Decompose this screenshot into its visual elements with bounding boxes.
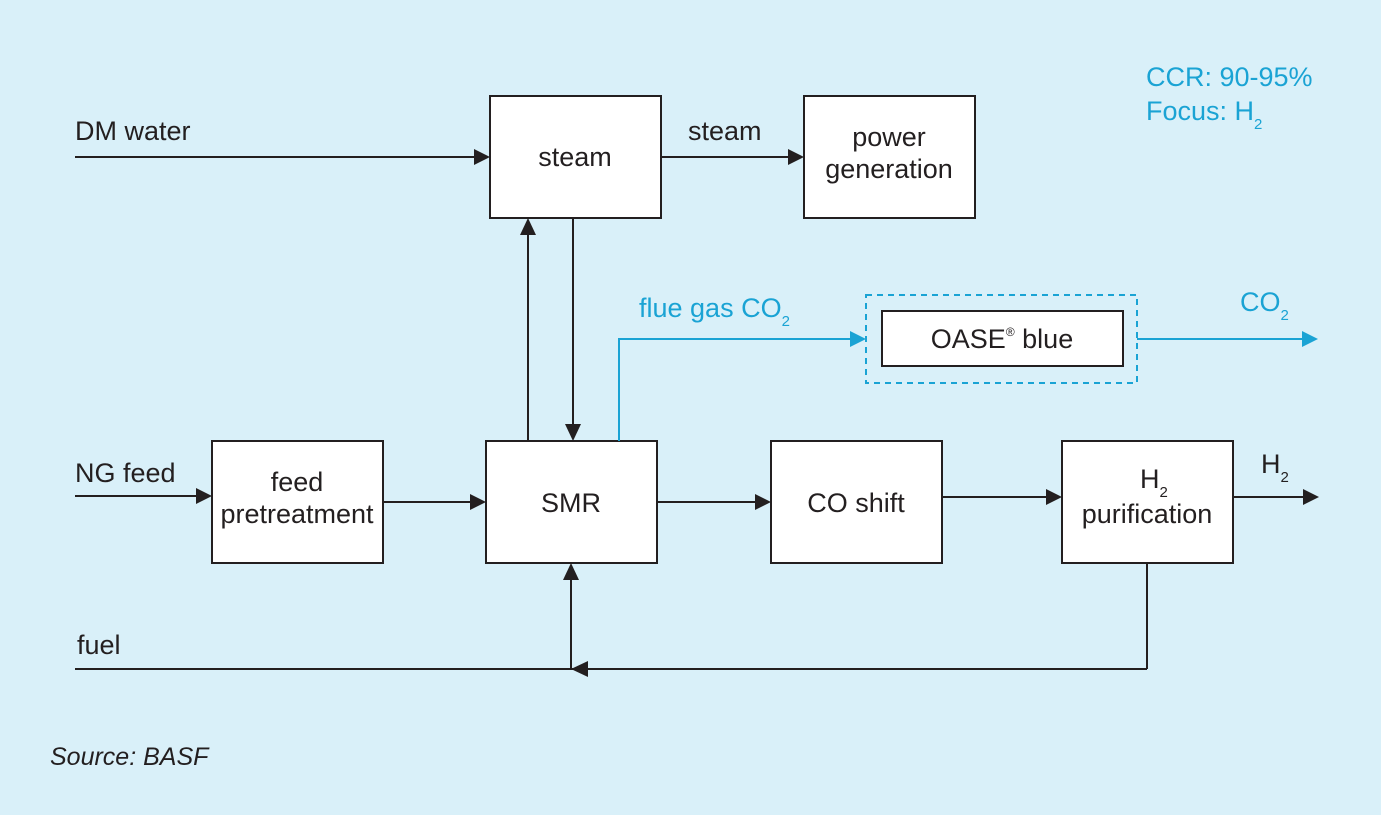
feed-pretreatment-box: [211, 440, 384, 564]
h2-out-arrowhead: [1303, 489, 1319, 505]
co2-out-arrowhead: [1302, 331, 1318, 347]
pretreat-to-smr-arrowhead: [470, 494, 486, 510]
ccr-label: CCR: 90-95%: [1146, 62, 1313, 92]
offgas-arrowhead: [571, 661, 588, 677]
power-generation-label-line1: power: [852, 122, 926, 152]
ng-feed-arrowhead: [196, 488, 212, 504]
fuel-to-smr-arrowhead: [563, 563, 579, 580]
steam-arrowhead: [788, 149, 804, 165]
h2-purification-box: [1061, 440, 1234, 564]
dm-water-label: DM water: [75, 116, 191, 146]
steam-box: [489, 95, 662, 219]
steam-box-label: steam: [538, 142, 612, 172]
steam-to-smr-arrowhead: [565, 424, 581, 441]
fuel-label: fuel: [77, 630, 121, 660]
co-shift-label: CO shift: [807, 488, 905, 518]
flue-gas-arrowhead: [850, 331, 866, 347]
feed-pretreatment-label-line2: pretreatment: [220, 499, 374, 529]
flue-gas-co2-label: flue gas CO2: [639, 293, 790, 330]
h2-box-label: H2: [1140, 464, 1168, 501]
power-generation-label-line2: generation: [825, 154, 953, 184]
co-shift-box: [770, 440, 943, 564]
smr-to-shift-arrowhead: [755, 494, 771, 510]
shift-to-purification-arrowhead: [1046, 489, 1062, 505]
smr-label: SMR: [541, 488, 601, 518]
dm-water-arrowhead: [474, 149, 490, 165]
flue-gas-line: [618, 338, 850, 441]
focus-label: Focus: H2: [1146, 96, 1262, 133]
power-generation-box: [803, 95, 976, 219]
smr-to-steam-arrowhead: [520, 218, 536, 235]
oase-blue-box: [881, 310, 1124, 367]
source-caption: Source: BASF: [50, 743, 210, 771]
ng-feed-label: NG feed: [75, 458, 176, 488]
purification-label: purification: [1082, 499, 1213, 529]
h2-out-label: H2: [1261, 449, 1289, 486]
co2-out-label: CO2: [1240, 287, 1289, 324]
oase-blue-label: OASE® blue: [931, 324, 1073, 354]
steam-flow-label: steam: [688, 116, 762, 146]
feed-pretreatment-label-line1: feed: [271, 467, 324, 497]
smr-box: [485, 440, 658, 564]
